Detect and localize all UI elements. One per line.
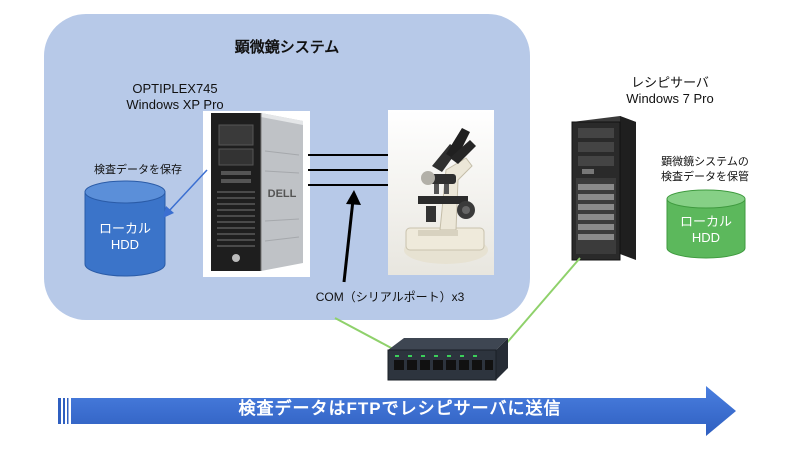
server-hdd-caption-2: 検査データを保管: [661, 171, 749, 183]
system-title: 顕微鏡システム: [234, 39, 340, 56]
server-hdd-label-1: ローカル: [679, 214, 732, 229]
server-os: Windows 7 Pro: [626, 91, 714, 106]
server-hdd-icon: [666, 189, 746, 259]
client-hdd-caption: 検査データを保存: [94, 164, 182, 176]
ftp-transfer-arrow-icon: [58, 386, 736, 436]
client-hdd-label-1: ローカル: [98, 221, 151, 236]
network-switch-icon: [387, 338, 508, 381]
tower-server-icon: [571, 116, 636, 261]
client-pc-model: OPTIPLEX745: [132, 81, 218, 96]
dell-logo: DELL: [268, 188, 297, 200]
desktop-pc-icon: DELL: [203, 111, 310, 277]
client-hdd-label-2: HDD: [110, 237, 140, 252]
cable-pointer-arrow-icon: [342, 190, 361, 283]
ftp-transfer-banner: 検査データはFTPでレシピサーバに送信: [238, 399, 562, 418]
com-cables: [308, 154, 390, 186]
server-hdd-caption-1: 顕微鏡システムの: [661, 156, 749, 168]
client-hdd-icon: [84, 180, 166, 277]
com-port-label: COM（シリアルポート）x3: [315, 290, 465, 304]
server-name: レシピサーバ: [631, 75, 709, 90]
save-to-hdd-arrow-icon: [163, 169, 208, 218]
microscope-icon: [388, 110, 494, 275]
client-pc-os: Windows XP Pro: [126, 97, 224, 112]
server-hdd-label-2: HDD: [691, 230, 721, 245]
